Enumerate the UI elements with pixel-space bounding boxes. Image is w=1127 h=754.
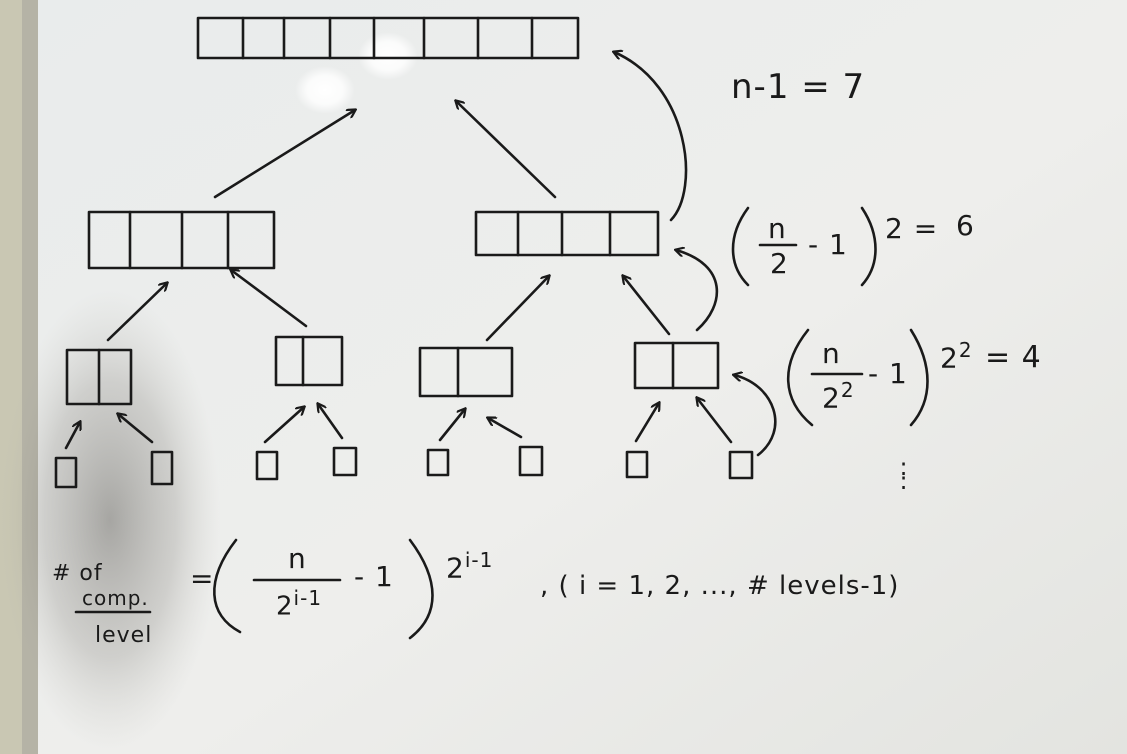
eq3-numerator: n — [822, 337, 841, 370]
arrow — [623, 276, 671, 336]
general-denominator: 2i-1 — [276, 586, 323, 622]
arrow — [213, 110, 355, 199]
array-pair-3 — [418, 346, 514, 398]
hand-shadow — [0, 290, 220, 750]
paren-open — [213, 538, 242, 634]
general-range: , ( i = 1, 2, ..., # levels-1) — [540, 571, 900, 601]
label-num-of: # of — [52, 561, 103, 586]
eq2-denominator: 2 — [770, 247, 789, 280]
element-box-4 — [332, 446, 358, 477]
paren-close — [909, 328, 929, 427]
eq3-multiplier: 22 — [940, 338, 973, 375]
paren-close — [860, 206, 877, 287]
array-left-4 — [87, 210, 276, 270]
element-box-5 — [426, 448, 450, 477]
arrow — [106, 283, 167, 342]
element-box-8 — [728, 450, 754, 480]
eq2-multiplier: 2 = — [885, 212, 939, 245]
arrow — [231, 270, 308, 328]
element-box-1 — [54, 456, 78, 489]
arrow — [697, 398, 733, 444]
eq3-result: = 4 — [985, 340, 1042, 375]
arrow — [456, 101, 557, 199]
eq2-minus-one: - 1 — [808, 228, 848, 261]
label-level: level — [95, 623, 153, 648]
paren-open — [731, 206, 750, 287]
curved-arrow — [734, 375, 777, 457]
board-surface — [38, 0, 1127, 754]
arrow — [64, 422, 80, 450]
array-pair-4 — [633, 341, 720, 390]
arrow — [438, 409, 465, 442]
arrow — [634, 403, 659, 443]
arrow — [118, 414, 154, 444]
eq2-numerator: n — [768, 212, 787, 245]
curved-arrow — [614, 52, 688, 222]
array-right-4 — [474, 210, 660, 257]
eq2-result: 6 — [956, 209, 975, 242]
label-comp: comp. — [82, 586, 149, 610]
curved-arrow — [676, 250, 719, 332]
light-glare — [358, 32, 418, 80]
equation-top: n-1 = 7 — [731, 67, 866, 107]
eq3-denominator: 22 — [822, 378, 855, 415]
general-multiplier: 2i-1 — [446, 548, 494, 585]
paren-open — [786, 328, 814, 427]
element-box-3 — [255, 450, 279, 481]
element-box-7 — [625, 450, 649, 479]
arrow — [485, 276, 549, 342]
array-pair-1 — [65, 348, 133, 406]
array-pair-2 — [274, 335, 344, 387]
general-minus-one: - 1 — [354, 560, 394, 593]
paren-close — [408, 538, 434, 640]
arrow — [263, 407, 304, 444]
light-glare — [295, 66, 355, 114]
vertical-dots: :: — [899, 453, 909, 495]
array-top-8 — [196, 16, 580, 60]
general-numerator: n — [288, 542, 307, 575]
arrow — [488, 418, 523, 439]
element-box-2 — [150, 450, 174, 486]
element-box-6 — [518, 445, 544, 477]
arrow — [318, 404, 344, 440]
eq3-minus-one: - 1 — [868, 357, 908, 390]
general-equals: = — [190, 562, 215, 595]
